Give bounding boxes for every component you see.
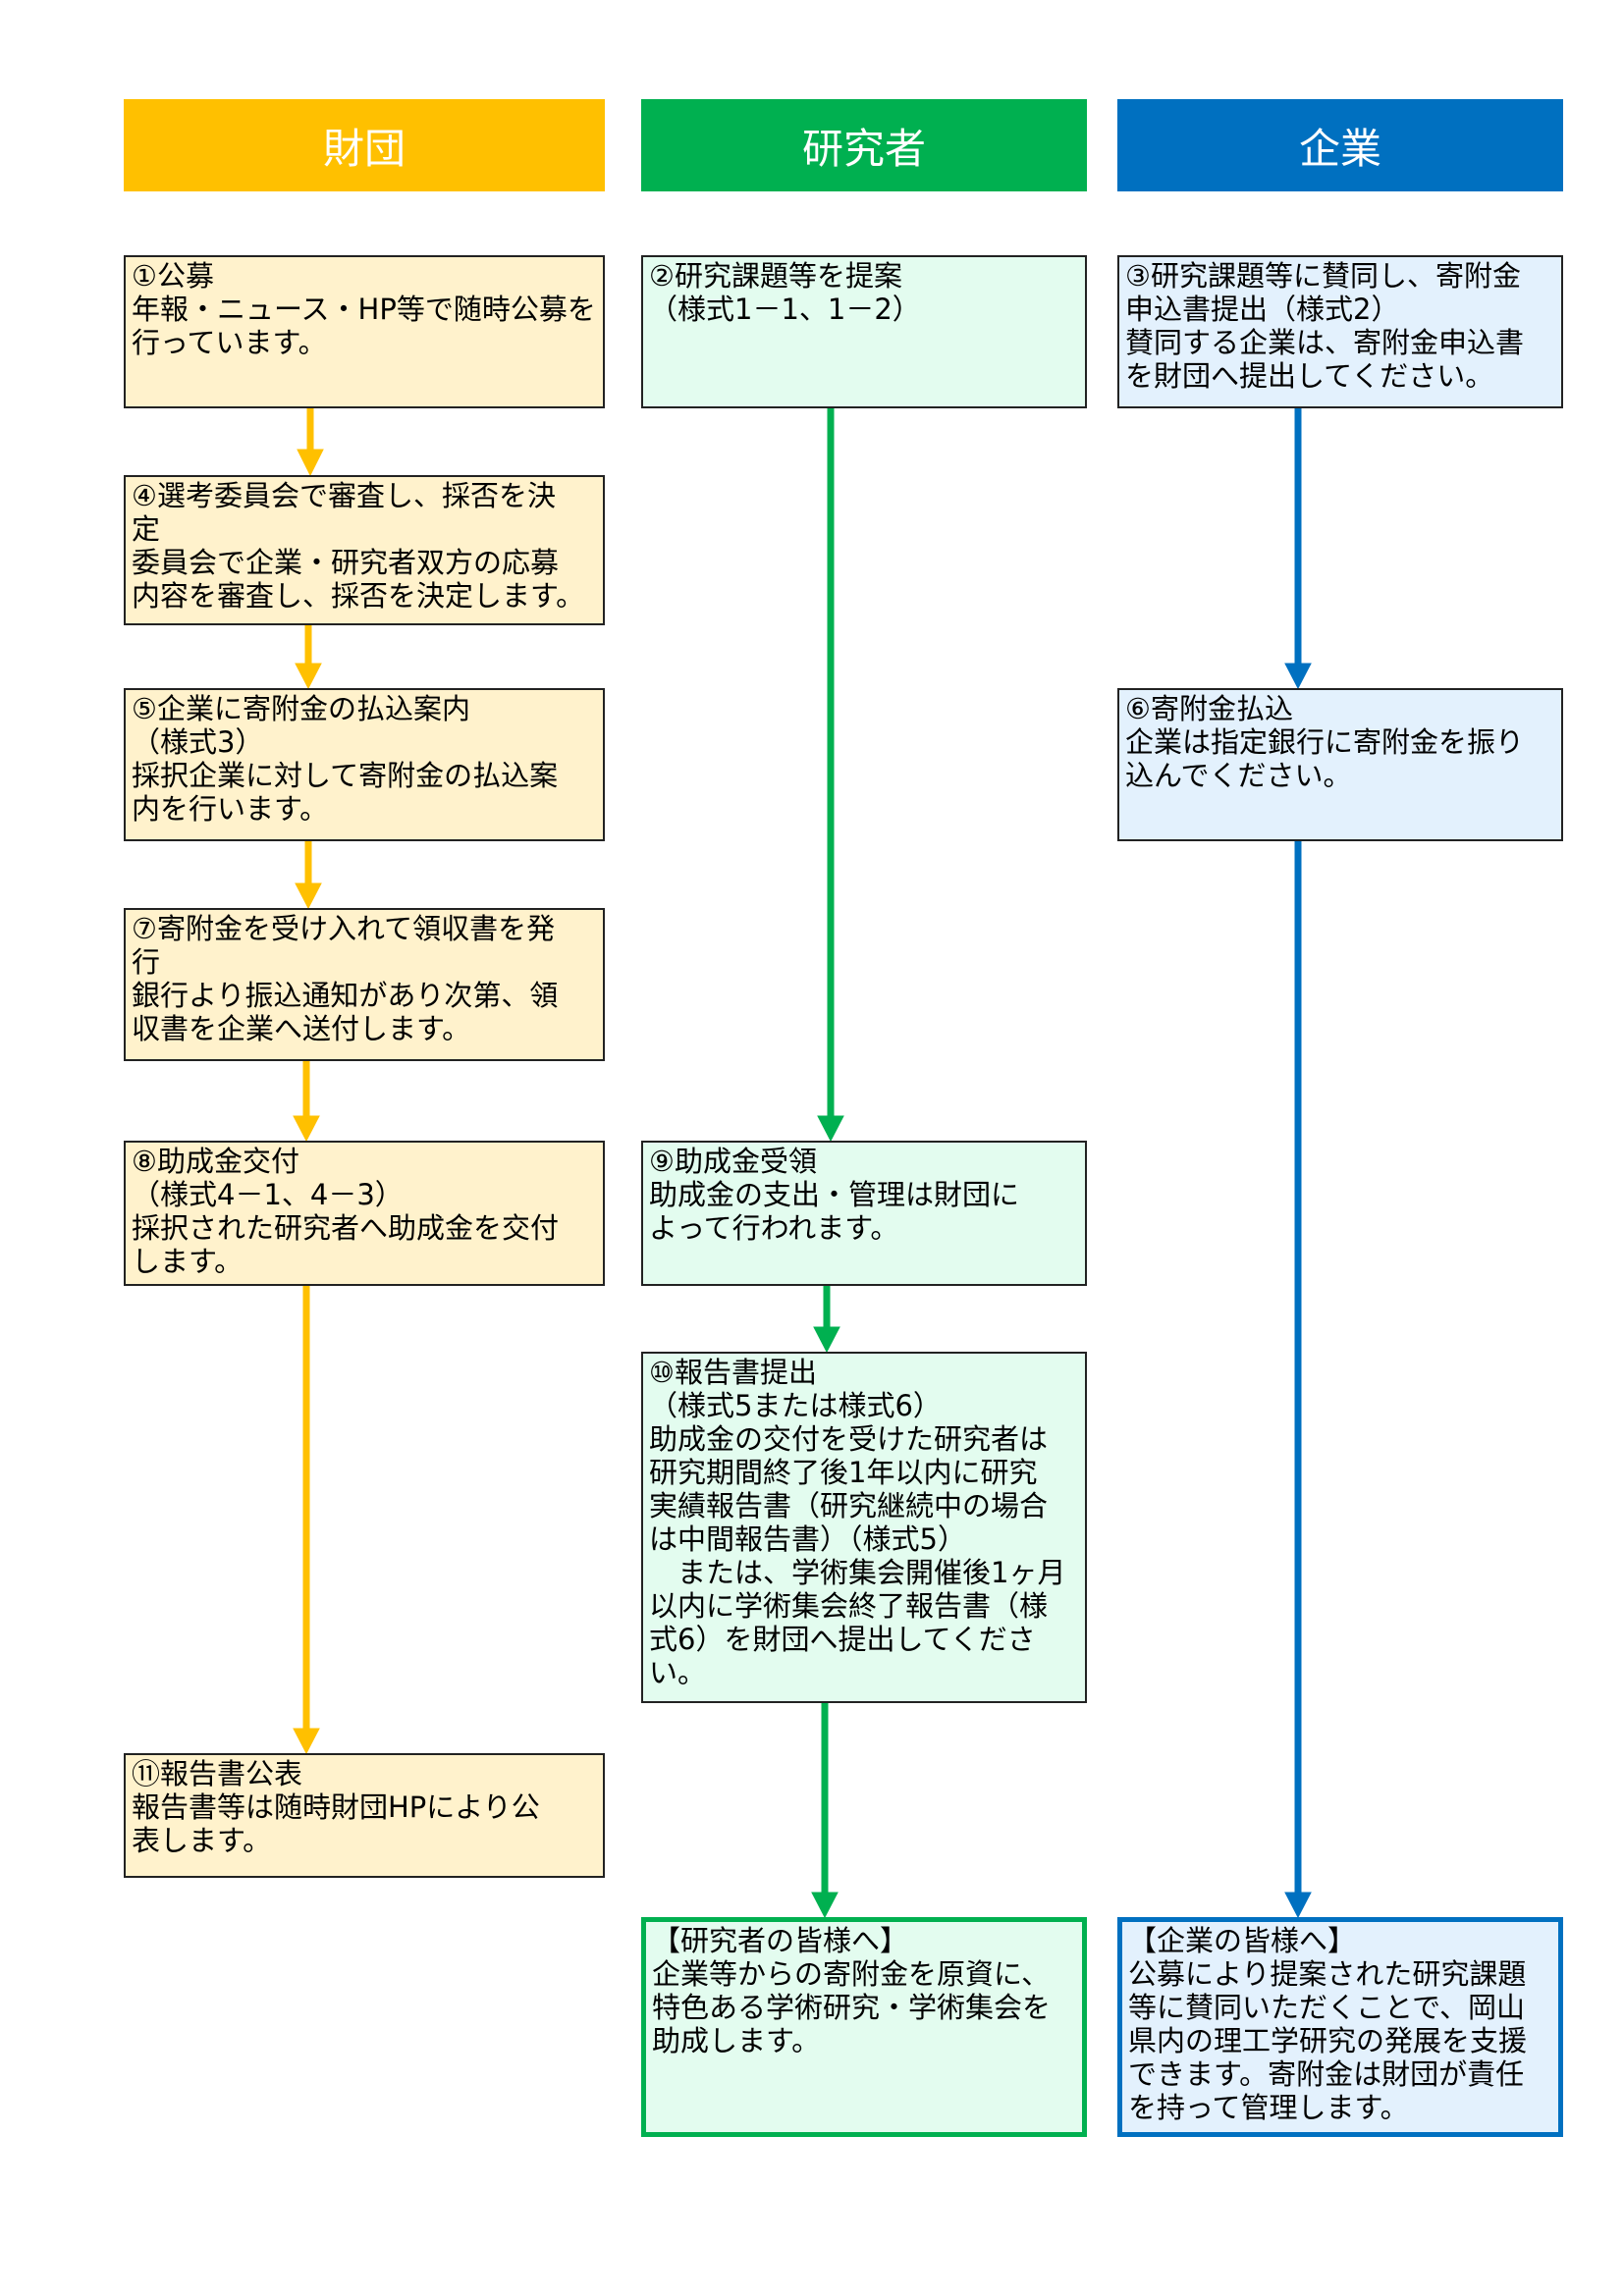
arrowhead [295, 882, 322, 910]
step-2-box: ②研究課題等を提案 （様式1－1、1－2） [641, 255, 1087, 408]
step-7-box: ⑦寄附金を受け入れて領収書を発 行 銀行より振込通知があり次第、領 収書を企業へ… [124, 908, 605, 1061]
header-foundation-label: 財団 [322, 124, 406, 173]
header-company-label: 企業 [1298, 124, 1381, 173]
step-8-box: ⑧助成金交付 （様式4－1、4－3） 採択された研究者へ助成金を交付 します。 [124, 1141, 605, 1286]
step-10-box: ⑩報告書提出 （様式5または様式6） 助成金の交付を受けた研究者は 研究期間終了… [641, 1352, 1087, 1703]
step-9-box: ⑨助成金受領 助成金の支出・管理は財団に よって行われます。 [641, 1141, 1087, 1286]
header-company: 企業 [1117, 99, 1563, 191]
arrowhead [293, 1115, 320, 1143]
arrowhead [293, 1728, 320, 1755]
arrowhead [297, 449, 324, 477]
step-11-box: ⑪報告書公表 報告書等は随時財団HPにより公 表します。 [124, 1753, 605, 1878]
header-foundation: 財団 [124, 99, 605, 191]
step-3-box: ③研究課題等に賛同し、寄附金 申込書提出（様式2） 賛同する企業は、寄附金申込書… [1117, 255, 1563, 408]
header-researcher-label: 研究者 [801, 124, 926, 173]
arrowhead [817, 1115, 844, 1143]
arrowhead [811, 1892, 839, 1919]
arrowhead [1284, 1892, 1312, 1919]
company-note-box: 【企業の皆様へ】 公募により提案された研究課題 等に賛同いただくことで、岡山 県… [1117, 1917, 1563, 2137]
step-6-box: ⑥寄附金払込 企業は指定銀行に寄附金を振り 込んでください。 [1117, 688, 1563, 841]
header-researcher: 研究者 [641, 99, 1087, 191]
step-5-box: ⑤企業に寄附金の払込案内 （様式3） 採択企業に対して寄附金の払込案 内を行いま… [124, 688, 605, 841]
arrowhead [295, 663, 322, 690]
step-4-box: ④選考委員会で審査し、採否を決 定 委員会で企業・研究者双方の応募 内容を審査し… [124, 475, 605, 625]
arrowhead [813, 1326, 840, 1354]
step-1-box: ①公募 年報・ニュース・HP等で随時公募を 行っています。 [124, 255, 605, 408]
researcher-note-box: 【研究者の皆様へ】 企業等からの寄附金を原資に、 特色ある学術研究・学術集会を … [641, 1917, 1087, 2137]
arrowhead [1284, 663, 1312, 690]
